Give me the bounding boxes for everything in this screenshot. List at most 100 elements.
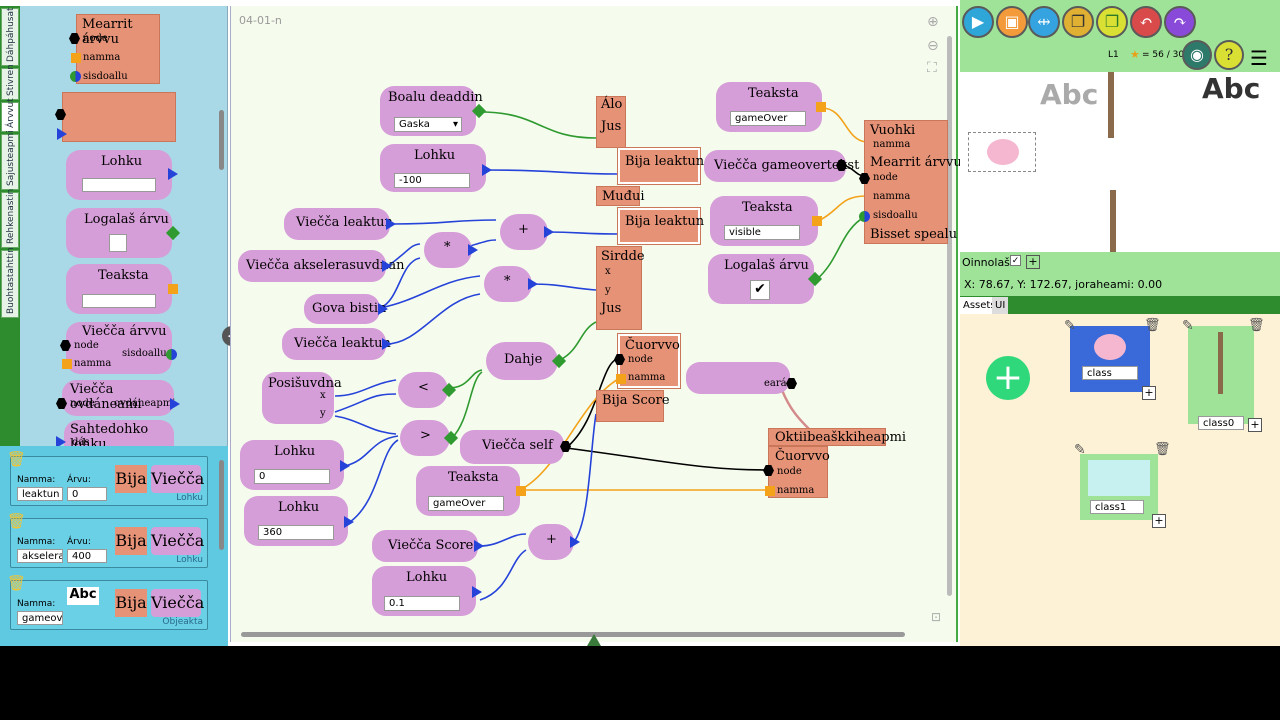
add-asset-button[interactable]: + [986,356,1030,400]
key-select[interactable]: Gaska▾ [394,117,462,132]
edit-icon[interactable]: ✎ [1074,442,1086,458]
save-icon[interactable]: ▣ [996,6,1028,38]
get-variable-button[interactable]: Viečča [151,589,204,617]
set-variable-button[interactable]: Bija [115,465,147,493]
tab-assets[interactable]: Assets [960,297,999,314]
block-lohku-0[interactable]: Lohku 0 [240,440,350,490]
text-input[interactable]: gameOver [730,111,806,126]
block-bija-leaktun[interactable]: Bija leaktun [618,148,704,184]
variable-name-input[interactable]: gameovert [17,611,63,625]
asset-card[interactable]: class1 [1080,454,1158,520]
undo-icon[interactable]: ↶ [1130,6,1162,38]
pillar-sprite[interactable] [1110,190,1116,252]
block-dahje[interactable]: Dahje [486,342,567,380]
edit-icon[interactable]: ✎ [1182,318,1194,334]
edit-icon[interactable]: ✎ [1064,318,1076,334]
tab-arvvut[interactable]: Árvvut [1,98,19,132]
variable-name-input[interactable]: leaktun [17,487,63,501]
block-gova-bistin[interactable]: Gova bistin [304,294,388,324]
block-mudui[interactable]: Muđui [596,186,645,206]
block-viecca-leaktun[interactable]: Viečča leaktun [284,208,396,240]
palette-viecca-ovdaneami[interactable]: Viečča ovdáneami node ovdáneapmi [56,380,180,416]
block-lohku-01[interactable]: Lohku 0.1 [372,566,482,616]
block-bija-leaktun-2[interactable]: Bija leaktun [618,208,704,244]
asset-name-input[interactable]: class1 [1090,500,1144,514]
text-object[interactable]: Abc [1202,72,1261,105]
block-cuorvvo-2[interactable]: Čuorvvo node namma [763,446,830,498]
add-property-icon[interactable]: + [1026,255,1040,269]
tab-dahpahusat[interactable]: Dáhpáhusat [1,7,19,66]
delete-icon[interactable]: 🗑 [1154,442,1171,457]
block-viecca-self[interactable]: Viečča self [460,430,571,464]
set-variable-button[interactable]: Bija [115,589,147,617]
fullscreen-icon[interactable]: ⛶ [927,60,937,76]
checkbox[interactable] [109,234,127,252]
minimap-icon[interactable]: ⊡ [931,610,942,624]
set-variable-button[interactable]: Bija [115,527,147,555]
text-input[interactable]: gameOver [428,496,504,511]
palette-viecca-arvvu[interactable]: Viečča árvvu node namma sisdoallu [60,322,177,374]
number-input[interactable]: 0 [254,469,330,484]
asset-card[interactable]: class [1070,326,1150,392]
text-object[interactable]: Abc [1040,78,1099,111]
number-input[interactable]: 0.1 [384,596,460,611]
block-greater-than[interactable]: > [400,420,459,456]
palette-mearrit-arvvu[interactable]: Mearrit árvvu node namma sisdoallu [69,14,160,84]
palette-teaksta[interactable]: Teaksta [66,264,178,314]
flip-icon[interactable]: ⇹ [1028,6,1060,38]
block-boalu-deaddin[interactable]: Boalu deaddin Gaska▾ [380,86,487,136]
block-eara[interactable]: eará [686,362,797,394]
block-viecca-akselerasuvdnan[interactable]: Viečča akselerasuvdnan [238,250,404,282]
block-multiply-2[interactable]: * [484,266,538,302]
asset-card[interactable]: class0 [1188,326,1254,430]
workspace-vscrollbar[interactable] [947,36,952,596]
tab-stivren[interactable]: Stivren [1,64,19,100]
block-bija-score[interactable]: Bija Score [596,390,670,422]
tab-buohtastahttin[interactable]: Buohtastahttin [1,247,19,318]
block-cuorvvo[interactable]: Čuorvvo node namma [614,334,680,388]
block-teaksta-1[interactable]: Teaksta gameOver [716,82,826,132]
asset-name-input[interactable]: class0 [1198,416,1244,430]
game-stage[interactable]: Abc Abc [960,72,1280,252]
duplicate-icon[interactable]: + [1248,418,1262,432]
globe-icon[interactable]: ◉ [1182,40,1212,70]
block-viecca-gameovertekst[interactable]: Viečča gameovertekst [704,150,859,182]
asset-name-input[interactable]: class [1082,366,1138,380]
duplicate-icon[interactable]: + [1142,386,1156,400]
delete-icon[interactable]: 🗑 [1248,318,1265,333]
get-variable-button[interactable]: Viečča [151,527,204,555]
block-teaksta-2[interactable]: Teaksta visible [710,196,822,246]
number-input[interactable]: -100 [394,173,470,188]
variable-value-input[interactable]: 400 [67,549,107,563]
delete-icon[interactable]: 🗑 [1144,318,1161,333]
block-sirdde[interactable]: Sirdde x y Jus [596,246,645,330]
block-viecca-leaktun-2[interactable]: Viečča leaktun [282,328,392,360]
block-multiply[interactable]: * [424,232,478,268]
block-lohku[interactable]: Lohku -100 [380,144,492,192]
block-logalas-arvu[interactable]: Logalaš árvu ✔ [708,254,823,304]
block-plus[interactable]: + [500,214,554,250]
checkbox-checked[interactable]: ✔ [750,280,770,300]
duplicate-icon[interactable]: + [1152,514,1166,528]
number-input[interactable] [82,178,156,192]
get-variable-button[interactable]: Viečča [151,465,204,493]
redo-icon[interactable]: ↷ [1164,6,1196,38]
palette-sahtedohko-lohku[interactable]: Sahtedohko lohku dás [56,420,174,446]
zoom-in-icon[interactable]: ⊕ [927,14,939,30]
text-input[interactable]: visible [724,225,800,240]
block-plus-2[interactable]: + [528,524,580,560]
text-input[interactable] [82,294,156,308]
variable-value-input[interactable]: 0 [67,487,107,501]
workspace-hscrollbar[interactable] [241,632,905,637]
palette-lohku[interactable]: Lohku [66,150,178,200]
menu-icon[interactable]: ☰ [1250,46,1268,70]
help-icon[interactable]: ? [1214,40,1244,70]
block-oktiibeaskkiheapmi[interactable]: Oktiibeaškkiheapmi [768,428,906,446]
palette-logalas-arvu[interactable]: Logalaš árvu [66,208,181,258]
palette-scrollbar[interactable] [219,110,224,170]
variables-scrollbar[interactable] [219,460,224,550]
block-teaksta-gameover[interactable]: Teaksta gameOver [416,466,526,516]
block-less-than[interactable]: < [398,372,457,408]
zoom-out-icon[interactable]: ⊖ [927,38,939,54]
pillar-sprite[interactable] [1108,72,1114,138]
